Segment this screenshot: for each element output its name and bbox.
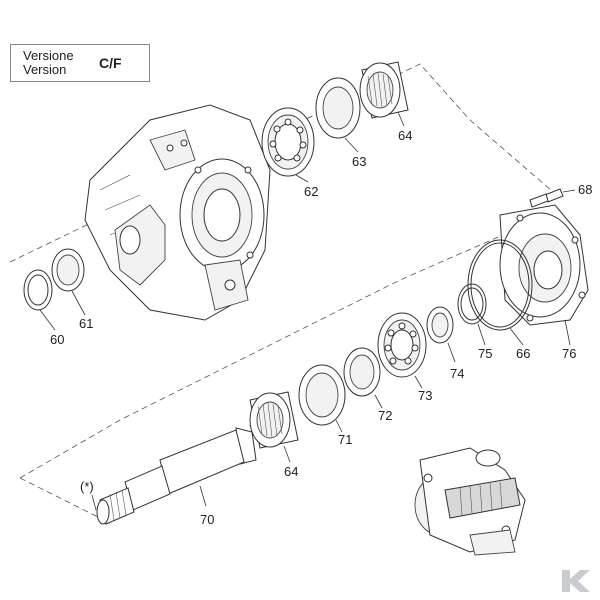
callout-62: 62: [304, 184, 318, 199]
callout-64-top: 64: [398, 128, 412, 143]
version-label-it: Versione: [23, 48, 74, 63]
assembly-boundary-upper: [9, 63, 561, 263]
k-brand-logo-icon: [562, 570, 590, 592]
part-61-seal: [51, 248, 86, 316]
note-marker: [91, 494, 97, 511]
assembled-pump-inset: [402, 440, 530, 556]
part-68-screw: [529, 188, 576, 208]
part-72-spacer-ring: [343, 347, 383, 409]
callout-63: 63: [352, 154, 366, 169]
callout-74: 74: [450, 366, 464, 381]
part-71-ring: [298, 364, 346, 433]
callout-64-bottom: 64: [284, 464, 298, 479]
part-60-snap-ring: [23, 269, 56, 331]
part-63-ring: [315, 77, 361, 153]
assembly-boundary-bottom: [19, 477, 101, 519]
part-76-end-cover: [499, 204, 589, 346]
part-64-needle-bearing-top: [359, 61, 409, 127]
callout-note: (*): [80, 479, 94, 494]
part-70-splined-shaft: [96, 427, 257, 525]
callout-60: 60: [50, 332, 64, 347]
part-73-ball-bearing: [377, 312, 427, 389]
version-box: Versione Version C/F: [10, 44, 150, 82]
callout-66: 66: [516, 346, 530, 361]
part-64-needle-bearing-bottom: [249, 391, 299, 463]
callout-71: 71: [338, 432, 352, 447]
callout-68: 68: [578, 182, 592, 197]
version-label-en: Version: [23, 62, 67, 77]
version-code: C/F: [99, 55, 122, 71]
callout-73: 73: [418, 388, 432, 403]
part-75-circlip: [457, 283, 487, 346]
callout-70: 70: [200, 512, 214, 527]
callout-61: 61: [79, 316, 93, 331]
assembly-boundary-lower: [19, 209, 561, 479]
part-62-ball-bearing: [261, 107, 315, 183]
part-74-seal: [426, 306, 456, 363]
callout-75: 75: [478, 346, 492, 361]
pump-housing: [84, 104, 271, 321]
callout-72: 72: [378, 408, 392, 423]
callout-76: 76: [562, 346, 576, 361]
